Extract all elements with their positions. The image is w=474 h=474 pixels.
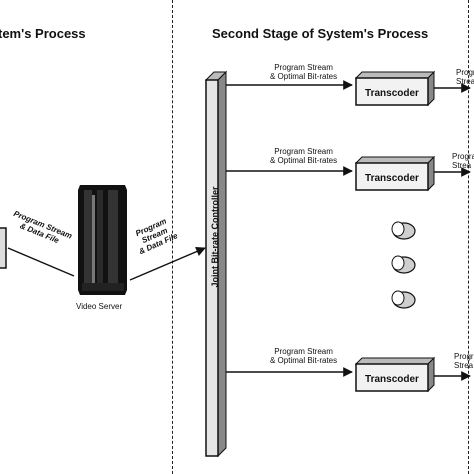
transcoder-branch-2: Transcoder	[226, 155, 471, 192]
transcoder-1-output-label: Progra Strea	[456, 68, 474, 86]
transcoder-branch-1: Transcoder	[226, 70, 471, 107]
transcoder-3-input-label: Program Stream & Optimal Bit-rates	[270, 347, 338, 365]
first-stage-title: tem's Process	[0, 26, 86, 41]
video-server-label: Video Server	[76, 302, 123, 311]
stage-divider-left	[172, 0, 173, 474]
video-server-icon	[78, 185, 127, 295]
second-stage-title: Second Stage of System's Process	[212, 26, 429, 41]
transcoder-2-label: Transcoder	[365, 173, 419, 184]
source-block	[0, 227, 7, 269]
stage-divider-right	[468, 0, 469, 474]
arrow-to-server	[7, 247, 75, 277]
transcoder-3-label: Transcoder	[365, 374, 419, 385]
controller-label: Joint Bit-rate Controller	[210, 186, 220, 288]
transcoder-2-input-label: Program Stream & Optimal Bit-rates	[270, 147, 338, 165]
ellipsis-cylinder-3	[391, 290, 416, 309]
transcoder-2-output-label: Progra Strea	[452, 152, 474, 170]
transcoder-1-input-label: Program Stream & Optimal Bit-rates	[270, 63, 338, 81]
transcoder-branch-3: Transcoder	[226, 356, 471, 393]
controller-column	[204, 70, 228, 458]
arrow-to-controller	[129, 246, 206, 281]
ellipsis-cylinder-1	[391, 221, 416, 240]
transcoder-3-output-label: Progra Strea	[454, 352, 474, 370]
transcoder-1-label: Transcoder	[365, 88, 419, 99]
ellipsis-cylinder-2	[391, 255, 416, 274]
